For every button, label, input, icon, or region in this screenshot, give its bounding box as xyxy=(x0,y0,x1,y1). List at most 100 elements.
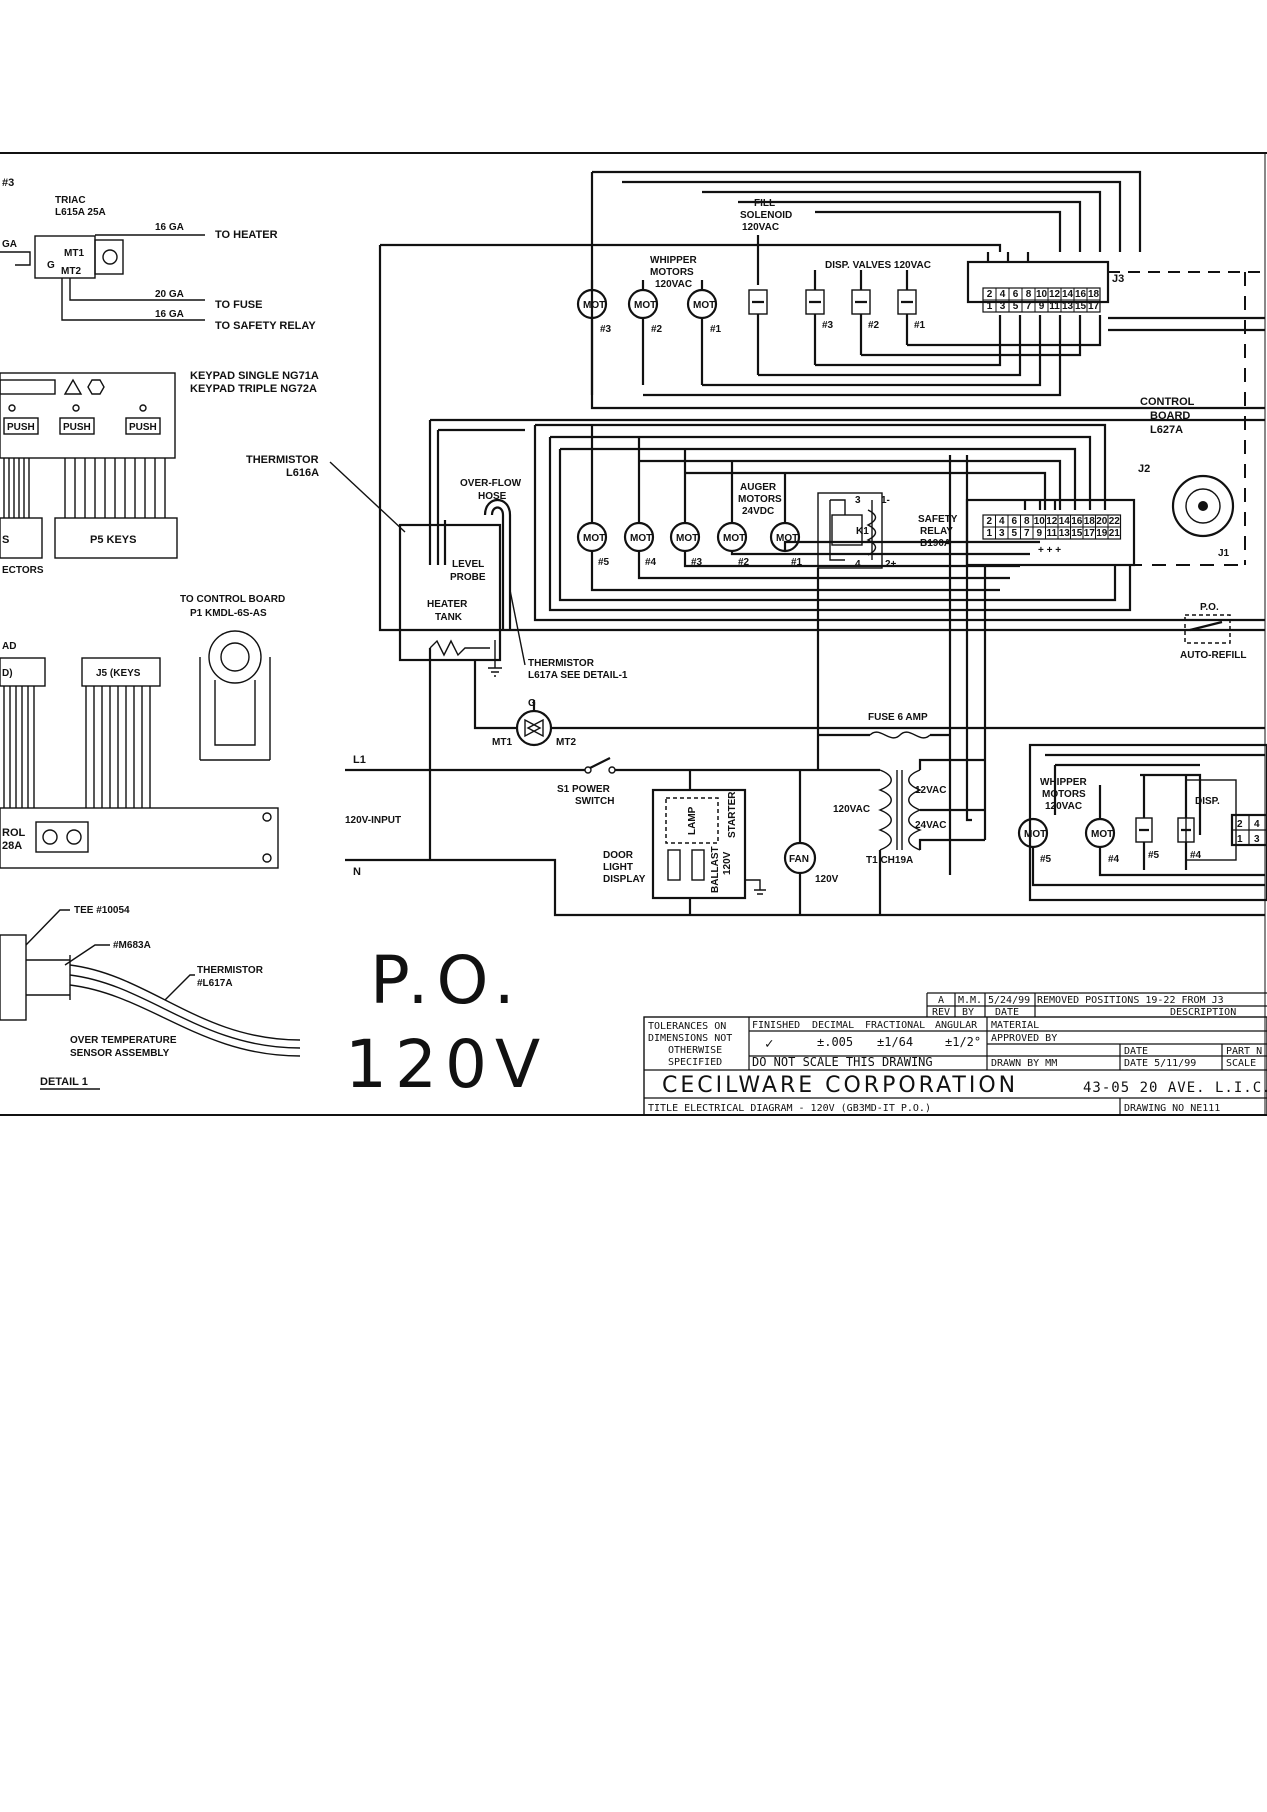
sub-pin: 3 xyxy=(1254,834,1260,845)
drawing-title: TITLE ELECTRICAL DIAGRAM - 120V (GB3MD-I… xyxy=(648,1103,931,1114)
sensor-detail: TEE #10054 #M683A THERMISTOR #L617A OVER… xyxy=(0,905,301,1090)
pin-number: 5 xyxy=(1011,528,1017,539)
s1-contact xyxy=(584,766,592,774)
fill-solenoid-3: 120VAC xyxy=(742,222,779,233)
door-light-2: LIGHT xyxy=(603,862,633,873)
po-switch xyxy=(1189,620,1223,632)
triac-detail: #3 TRIAC L615A 25A MT1 MT2 G GA 16 GA TO… xyxy=(0,177,316,332)
whipper-1: WHIPPER xyxy=(650,255,697,266)
valve-num: #3 xyxy=(822,320,834,331)
relay-coil xyxy=(866,509,877,556)
thermistor-l616-2: L616A xyxy=(286,467,319,479)
pin-number: 17 xyxy=(1088,301,1100,312)
motor-icon xyxy=(669,521,701,553)
thermistor-l617-2: L617A SEE DETAIL-1 xyxy=(528,670,628,681)
disp-box xyxy=(1185,779,1237,861)
probe-leads xyxy=(428,420,440,520)
triac-mt2-label: MT2 xyxy=(556,737,576,748)
plus-marks: + + + xyxy=(1038,545,1061,556)
valve-1: #1 xyxy=(897,270,926,345)
mot-num: #3 xyxy=(600,324,612,335)
date-label: DATE xyxy=(1124,1046,1148,1057)
board-hole xyxy=(66,829,82,845)
triac-mt1-label: MT1 xyxy=(492,737,512,748)
pin-number: 17 xyxy=(1084,528,1096,539)
m683-label: #M683A xyxy=(113,940,151,951)
mot-num: #1 xyxy=(791,557,803,568)
keypad-detail: KEYPAD SINGLE NG71A KEYPAD TRIPLE NG72A … xyxy=(0,370,319,576)
l1-label: L1 xyxy=(353,754,366,766)
p5-keys: P5 KEYS xyxy=(90,534,136,546)
safety-relay-3: B190A xyxy=(920,538,951,549)
led-icon xyxy=(72,404,80,412)
triac-ref: #3 xyxy=(2,177,14,189)
triac-hole xyxy=(102,249,118,265)
p5-connector xyxy=(54,517,178,559)
pin-number: 1 xyxy=(987,301,993,312)
mot-label: MOT xyxy=(630,533,652,544)
lamp-label: LAMP xyxy=(687,806,698,835)
whipper-2: MOTORS xyxy=(650,267,694,278)
sub-board-outline xyxy=(1028,743,1267,902)
wire-j2-down xyxy=(948,455,972,875)
pin-number: 11 xyxy=(1046,528,1057,539)
safety-relay-2: RELAY xyxy=(920,526,953,537)
pin-number: 15 xyxy=(1071,528,1083,539)
push-key xyxy=(3,417,39,435)
motor-icon xyxy=(623,521,655,553)
heater-tank-1: HEATER xyxy=(427,599,468,610)
s1-contact xyxy=(608,766,616,774)
auger-motor-wire xyxy=(683,449,1020,568)
ground-symbol xyxy=(488,640,502,677)
wire-transformer xyxy=(860,758,985,915)
pin-number: 3 xyxy=(999,528,1005,539)
led-icon xyxy=(139,404,147,412)
pin-number: 12 xyxy=(1046,516,1058,527)
to-fuse: TO FUSE xyxy=(215,299,262,311)
thermistor-leader xyxy=(329,461,406,533)
overflow-1: OVER-FLOW xyxy=(460,478,522,489)
valve-num: #4 xyxy=(1190,850,1202,861)
overflow-hose xyxy=(483,499,512,630)
motor-top-3: MOT #3 xyxy=(576,280,612,395)
triac-title: TRIAC xyxy=(55,195,86,206)
ad-frag: AD xyxy=(2,641,16,652)
transformer-core xyxy=(896,770,903,850)
tee-label: TEE #10054 xyxy=(74,905,130,916)
primary-coil xyxy=(878,769,892,851)
mot-num: #4 xyxy=(645,557,657,568)
whipper2-1: WHIPPER xyxy=(1040,777,1087,788)
p1-plug-inner xyxy=(220,642,250,672)
pin-number: 12 xyxy=(1049,289,1061,300)
schematic-triac: G MT1 MT2 xyxy=(492,698,576,748)
pin-number: 14 xyxy=(1062,289,1074,300)
tolerances-4: SPECIFIED xyxy=(668,1057,722,1068)
rev-header: REV xyxy=(932,1007,950,1018)
board-hole xyxy=(42,829,58,845)
fill-solenoid-2: SOLENOID xyxy=(740,210,792,221)
ga-20: 20 GA xyxy=(155,289,184,300)
valve-num: #1 xyxy=(914,320,926,331)
scale: SCALE xyxy=(1226,1058,1256,1069)
title-block-frame xyxy=(643,1016,1267,1116)
wire-mid-loop-1 xyxy=(535,423,1107,510)
material: MATERIAL xyxy=(991,1020,1039,1031)
triac-mt1: MT1 xyxy=(64,248,84,259)
thermistor-label: THERMISTOR xyxy=(197,965,264,976)
tolerances-3: OTHERWISE xyxy=(668,1045,722,1056)
pin-number: 20 xyxy=(1096,516,1108,527)
j2-label: J2 xyxy=(1138,463,1150,475)
mot-label: MOT xyxy=(776,533,798,544)
thermistor-part: #L617A xyxy=(197,978,233,989)
wire-j3-feed xyxy=(380,243,1002,252)
angular-value: ±1/2° xyxy=(945,1035,981,1049)
v24-label: 24VAC xyxy=(915,820,947,831)
sensor-assembly: SENSOR ASSEMBLY xyxy=(70,1048,170,1059)
d-frag: D) xyxy=(2,668,13,679)
sensor-sleeve xyxy=(26,955,71,1000)
mount-hole xyxy=(262,812,272,822)
pin-number: 8 xyxy=(1026,289,1032,300)
pin-number: 7 xyxy=(1024,528,1030,539)
